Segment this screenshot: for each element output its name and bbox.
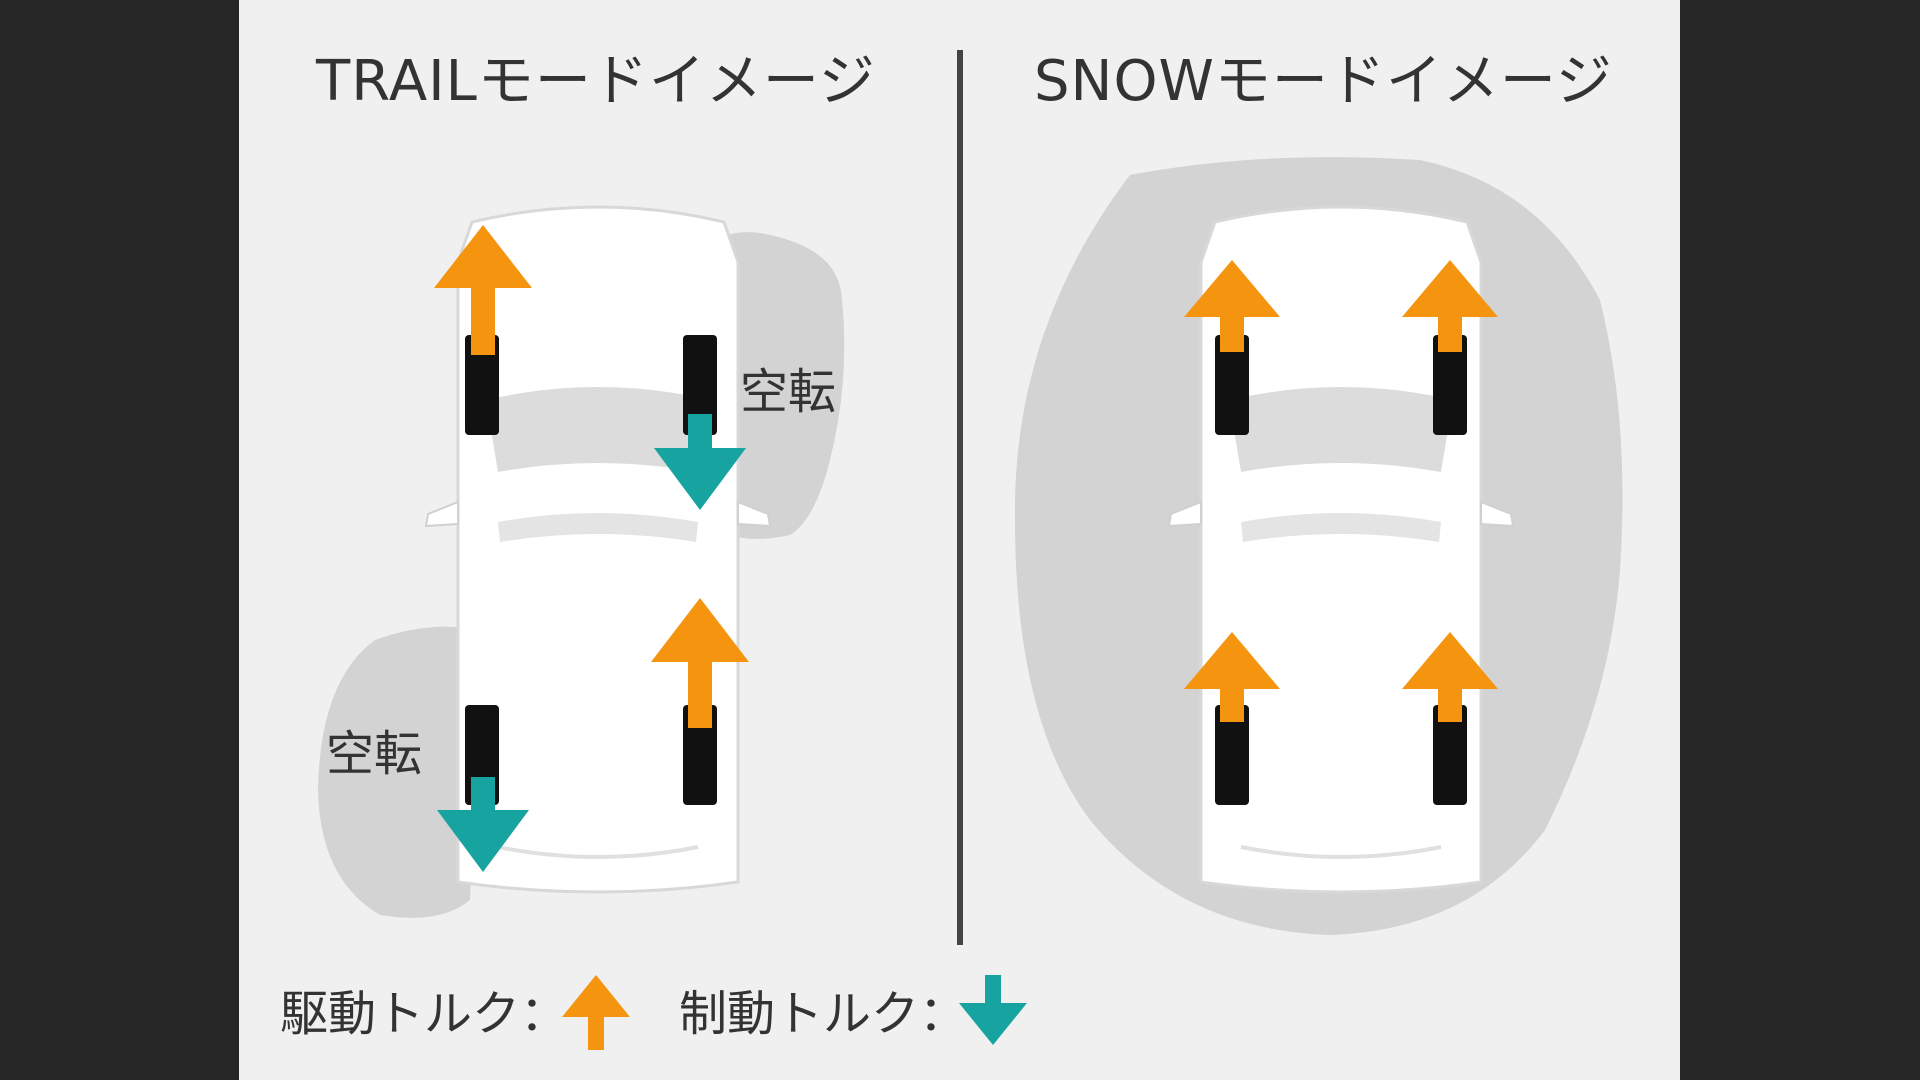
tire-front-left (465, 335, 499, 435)
brake-torque-arrow-rear-left (437, 777, 529, 872)
legend-arrow-up-icon (562, 975, 630, 1050)
drive-torque-arrow-snow-front-left (1184, 260, 1280, 352)
slippery-surface-rear-left (318, 626, 480, 918)
mode-divider (957, 50, 963, 945)
legend-drive-torque-label: 駆動トルク： (280, 986, 569, 1042)
brake-torque-arrow-front-right (654, 414, 746, 510)
drive-torque-arrow-snow-front-right (1402, 260, 1498, 352)
drive-torque-arrow-snow-rear-left (1184, 632, 1280, 722)
snow-mode-title: SNOWモードイメージ (1034, 49, 1613, 114)
drive-torque-arrow-front-left (434, 225, 532, 355)
slip-label-rear-left: 空転 (326, 726, 423, 782)
drive-torque-arrow-rear-right (651, 598, 749, 728)
tire-snow-front-right (1433, 335, 1467, 435)
legend-arrow-down-icon (959, 975, 1027, 1045)
slip-label-front-right: 空転 (740, 364, 837, 420)
tire-front-right (683, 335, 717, 435)
tire-snow-front-left (1215, 335, 1249, 435)
trail-mode-title: TRAILモードイメージ (316, 49, 876, 114)
drive-torque-arrow-snow-rear-right (1402, 632, 1498, 722)
tire-rear-right (683, 705, 717, 805)
tire-snow-rear-left (1215, 705, 1249, 805)
legend-brake-torque-label: 制動トルク： (679, 986, 968, 1042)
tire-snow-rear-right (1433, 705, 1467, 805)
